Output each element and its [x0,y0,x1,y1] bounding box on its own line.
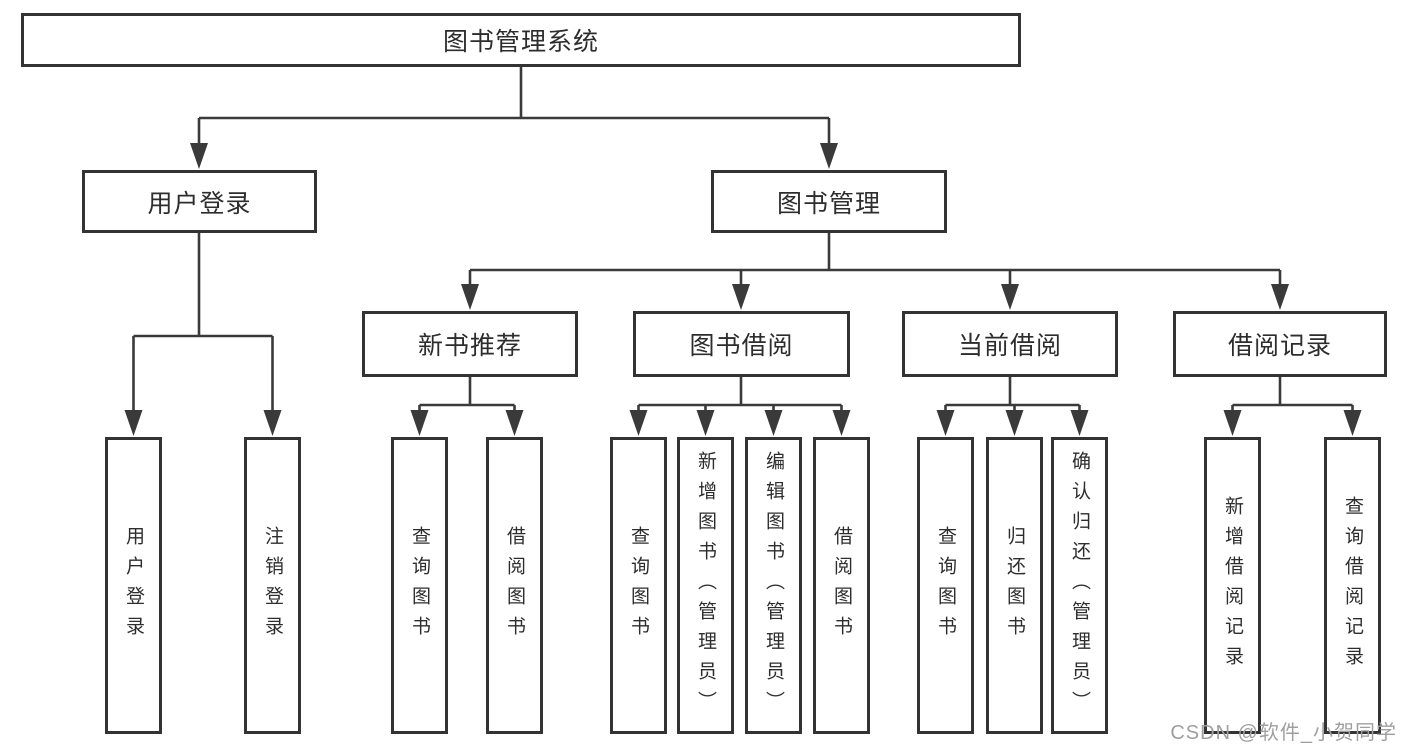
leaf-query-books-1: 查询图书 [391,437,448,734]
node-label: 图书管理系统 [442,28,599,56]
leaf-label: 查询图书 [628,525,649,646]
leaf-edit-books-admin: 编辑图书（管理员） [745,437,802,734]
leaf-query-borrow-record: 查询借阅记录 [1324,437,1381,734]
leaf-label: 注销登录 [262,525,283,646]
leaf-logout: 注销登录 [244,437,301,734]
leaf-label: 新增借阅记录 [1222,495,1243,676]
leaf-add-books-admin: 新增图书（管理员） [677,437,734,734]
node-label: 借阅记录 [1227,332,1332,360]
node-library-management-system: 图书管理系统 [21,13,1021,67]
leaf-label: 查询借阅记录 [1342,495,1363,676]
leaf-label: 借阅图书 [504,525,525,646]
node-user-login: 用户登录 [82,170,317,233]
leaf-label: 确认归还（管理员） [1069,450,1090,721]
leaf-label: 编辑图书（管理员） [763,450,784,721]
node-book-borrowing: 图书借阅 [633,311,850,377]
leaf-label: 用户登录 [123,525,144,646]
leaf-user-login: 用户登录 [105,437,162,734]
leaf-label: 查询图书 [409,525,430,646]
node-new-book-recommendation: 新书推荐 [362,311,578,377]
leaf-label: 归还图书 [1004,525,1025,646]
leaf-query-books-2: 查询图书 [610,437,667,734]
leaf-label: 借阅图书 [831,525,852,646]
leaf-borrow-books-2: 借阅图书 [813,437,870,734]
node-label: 图书借阅 [689,332,794,360]
leaf-label: 查询图书 [935,525,956,646]
leaf-query-books-3: 查询图书 [917,437,974,734]
leaf-borrow-books-1: 借阅图书 [486,437,543,734]
node-label: 图书管理 [776,189,881,218]
node-current-borrowing: 当前借阅 [902,311,1118,377]
node-borrowing-records: 借阅记录 [1173,311,1387,377]
node-book-management: 图书管理 [711,170,947,233]
node-label: 当前借阅 [957,332,1062,360]
leaf-confirm-return-admin: 确认归还（管理员） [1051,437,1108,734]
leaf-return-books: 归还图书 [986,437,1043,734]
csdn-watermark: CSDN @软件_小贺同学 [1170,722,1397,744]
node-label: 用户登录 [147,189,252,218]
leaf-add-borrow-record: 新增借阅记录 [1204,437,1261,734]
leaf-label: 新增图书（管理员） [695,450,716,721]
node-label: 新书推荐 [417,332,522,360]
